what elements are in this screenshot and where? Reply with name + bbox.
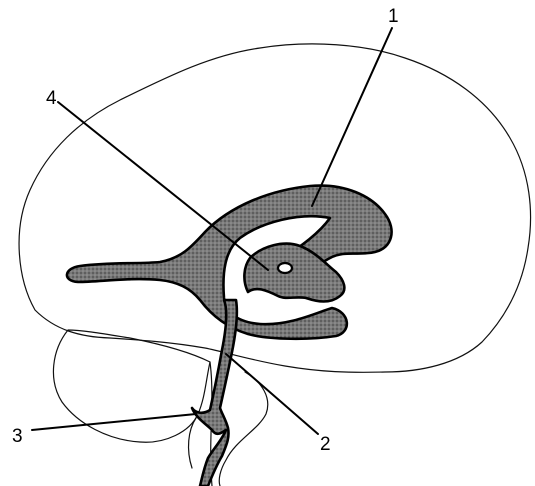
leader-line-2 <box>226 354 318 434</box>
leader-line-3 <box>32 414 196 430</box>
interthalamic-adhesion <box>278 263 292 273</box>
leader-line-4 <box>58 102 268 270</box>
leader-line-1 <box>312 28 392 206</box>
cerebral-aqueduct <box>192 300 237 486</box>
label-2: 2 <box>320 434 331 455</box>
label-4: 4 <box>46 88 57 109</box>
label-1: 1 <box>388 6 399 27</box>
label-3: 3 <box>12 426 23 447</box>
